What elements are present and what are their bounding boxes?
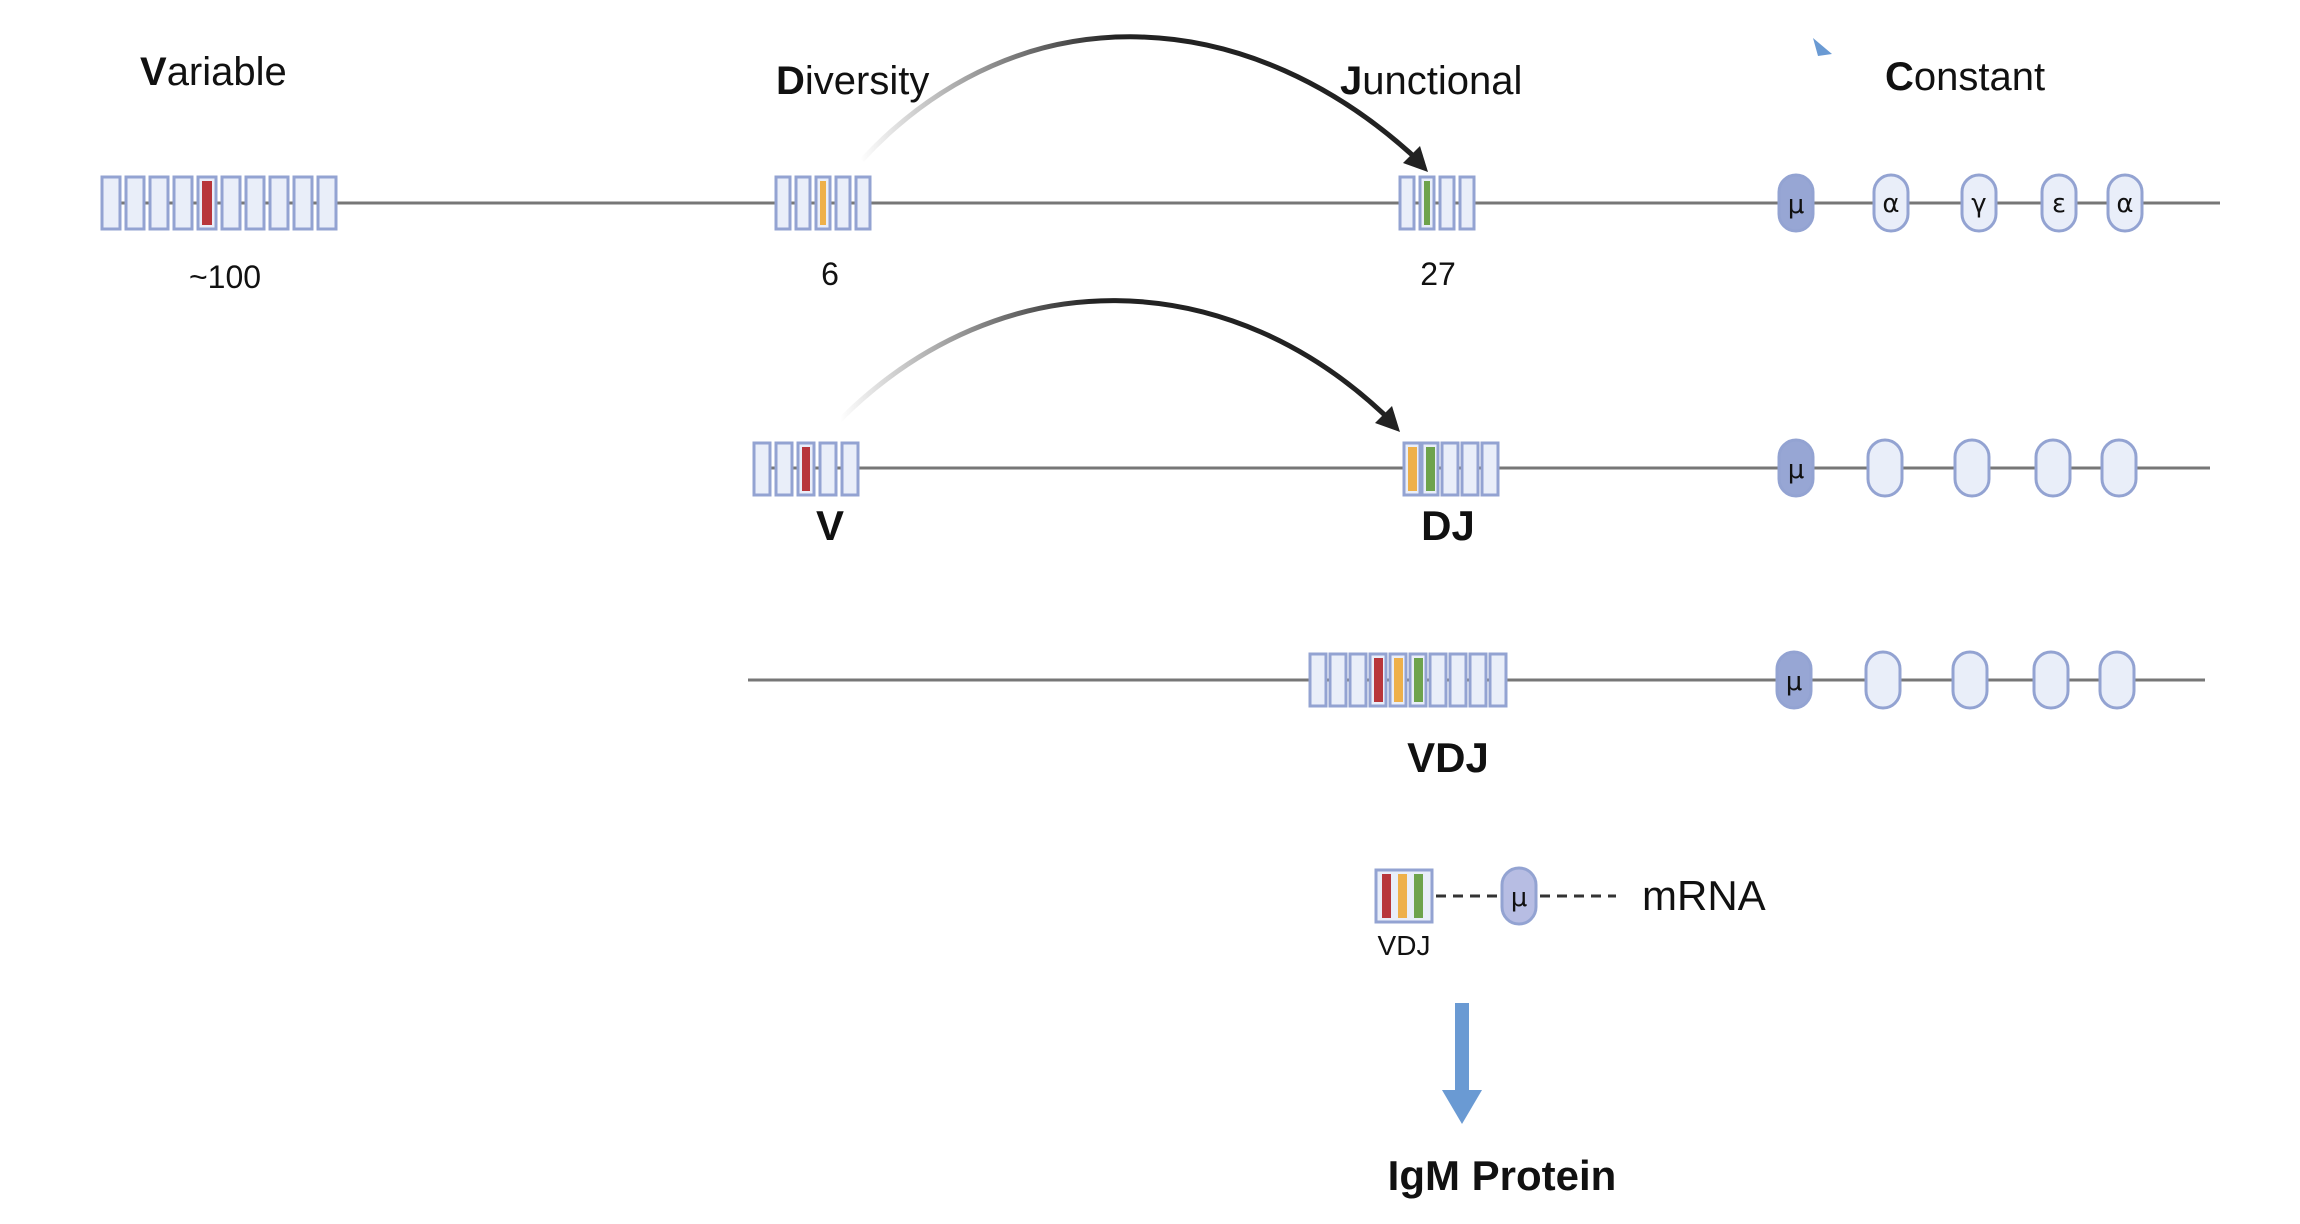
j-segment-cluster-selected-segment xyxy=(1424,181,1430,225)
d-to-j-recombination-arrow xyxy=(860,34,1428,172)
mrna-mu-label: μ xyxy=(1511,883,1528,913)
constant-gene-row3-5 xyxy=(2098,650,2136,710)
j-segment-cluster-segment xyxy=(1438,175,1456,231)
v-segment-cluster-segment xyxy=(268,175,290,231)
v-segment-cluster-selected-segment xyxy=(202,181,212,225)
constant-gene-mu-label: μ xyxy=(1788,190,1805,220)
constant-gene-row2-2 xyxy=(1866,438,1904,498)
j-segment-cluster-segment xyxy=(1398,175,1416,231)
vdj-stage-label: VDJ xyxy=(1407,734,1489,781)
d-segment-cluster xyxy=(774,175,872,231)
v-segment-cluster-segment xyxy=(148,175,170,231)
down-arrow-icon xyxy=(1442,1090,1482,1124)
constant-gene-alpha-1-label: α xyxy=(1882,189,1899,219)
d-segment-cluster-segment xyxy=(834,175,852,231)
dj-stage-label: DJ xyxy=(1421,502,1475,549)
diversity-count: 6 xyxy=(821,256,839,292)
constant-gene-mu-row3: μ xyxy=(1775,650,1813,710)
constant-gene-alpha-2-label: α xyxy=(2116,189,2133,219)
dj-segment-cluster xyxy=(1402,441,1500,497)
v-segment-cluster-segment xyxy=(292,175,314,231)
v-stage-label: V xyxy=(816,502,844,549)
constant-gene-row3-2 xyxy=(1864,650,1902,710)
v-segment-cluster-segment xyxy=(244,175,266,231)
mrna-vdj-block xyxy=(1374,868,1434,924)
constant-gene-alpha-1: α xyxy=(1872,173,1910,233)
constant-title: Constant xyxy=(1885,55,2045,99)
junctional-count: 27 xyxy=(1420,256,1456,292)
mrna-vdj-label: VDJ xyxy=(1378,930,1431,961)
constant-gene-mu-row2-label: μ xyxy=(1788,455,1805,485)
constant-gene-gamma-label: γ xyxy=(1971,189,1986,219)
dj-rearranged-locus: μ xyxy=(752,438,2210,498)
triangle-marker-icon xyxy=(1813,38,1832,56)
j-segment-cluster xyxy=(1398,175,1476,231)
constant-gene-epsilon-label: ε xyxy=(2052,189,2066,219)
vdj-rearranged-locus: μ xyxy=(748,650,2205,710)
junctional-title: Junctional xyxy=(1340,59,1522,103)
mrna-label: mRNA xyxy=(1642,872,1766,919)
v-segment-cluster-row2-segment xyxy=(840,441,860,497)
vdj-segment-cluster xyxy=(1308,652,1508,708)
constant-gene-mu-row3-label: μ xyxy=(1786,667,1803,697)
constant-gene-row2-3 xyxy=(1953,438,1991,498)
d-segment-cluster-segment xyxy=(794,175,812,231)
v-segment-cluster xyxy=(100,175,338,231)
v-to-dj-recombination-arrow xyxy=(838,298,1400,432)
constant-gene-mu-row2: μ xyxy=(1777,438,1815,498)
translation-arrow xyxy=(1442,1003,1482,1124)
v-segment-cluster-segment xyxy=(220,175,242,231)
v-segment-cluster-segment xyxy=(100,175,122,231)
v-segment-cluster-segment xyxy=(172,175,194,231)
v-segment-cluster-row2-segment xyxy=(752,441,772,497)
v-segment-cluster-segment xyxy=(124,175,146,231)
constant-gene-gamma: γ xyxy=(1960,173,1998,233)
constant-gene-row3-4 xyxy=(2032,650,2070,710)
constant-gene-mu: μ xyxy=(1777,173,1815,233)
mrna-transcript: μ xyxy=(1374,866,1616,926)
v-segment-cluster-row2-selected-segment xyxy=(802,447,810,491)
constant-gene-alpha-2: α xyxy=(2106,173,2144,233)
mrna-mu-block: μ xyxy=(1500,866,1538,926)
constant-gene-row3-3 xyxy=(1951,650,1989,710)
v-segment-cluster-row2-segment xyxy=(774,441,794,497)
germline-locus: μ α γ ε α xyxy=(100,173,2220,233)
arrowhead-icon xyxy=(1375,406,1400,432)
d-segment-cluster-segment xyxy=(774,175,792,231)
v-segment-cluster-segment xyxy=(316,175,338,231)
constant-gene-epsilon: ε xyxy=(2040,173,2078,233)
constant-gene-row2-4 xyxy=(2034,438,2072,498)
d-segment-cluster-segment xyxy=(854,175,872,231)
igm-protein-label: IgM Protein xyxy=(1388,1152,1617,1199)
v-segment-cluster-row2-segment xyxy=(818,441,838,497)
arrowhead-icon xyxy=(1403,146,1428,172)
j-segment-cluster-segment xyxy=(1458,175,1476,231)
v-segment-cluster-row2 xyxy=(752,441,860,497)
d-segment-cluster-selected-segment xyxy=(820,181,826,225)
diversity-title: Diversity xyxy=(776,59,929,103)
variable-count: ~100 xyxy=(189,259,261,295)
constant-gene-row2-5 xyxy=(2100,438,2138,498)
variable-title: Variable xyxy=(140,50,287,94)
